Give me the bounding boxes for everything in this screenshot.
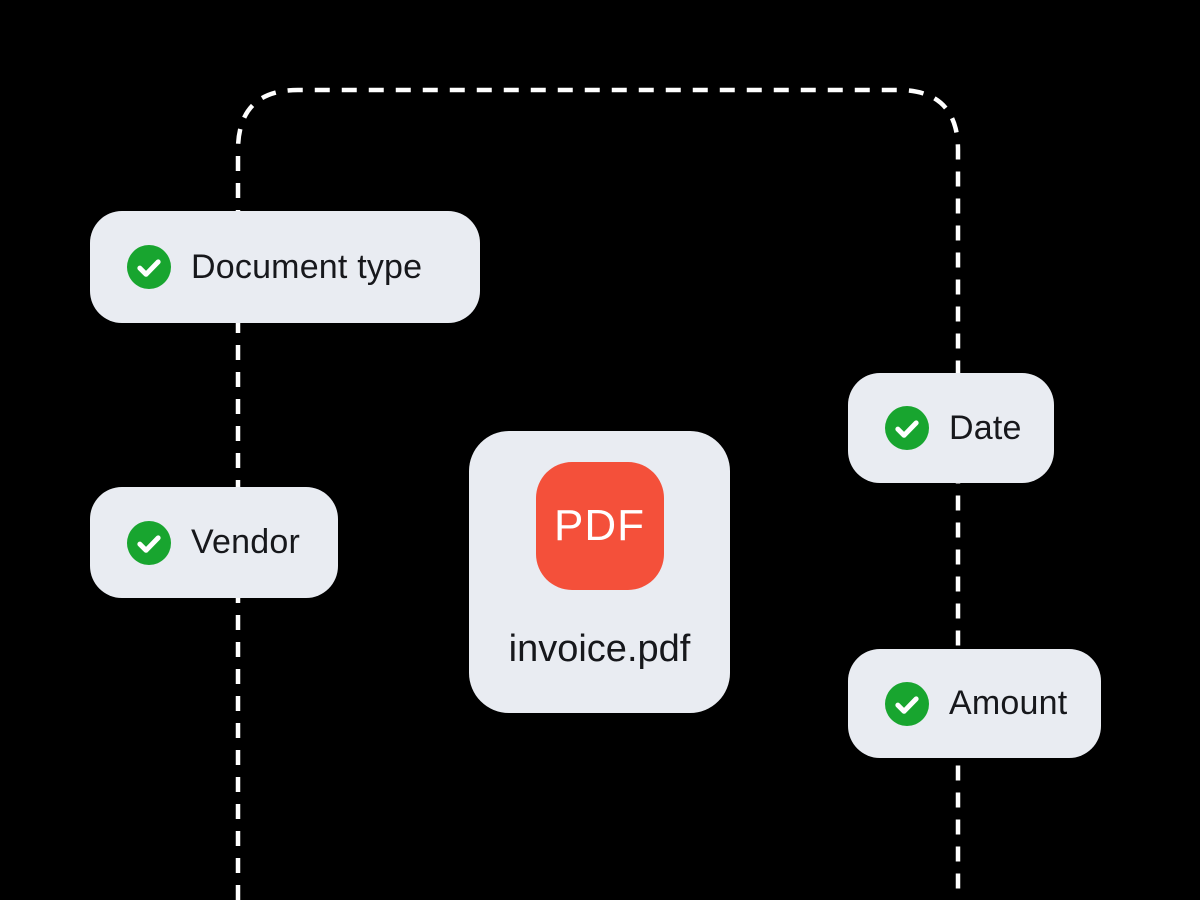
file-name: invoice.pdf [508,628,691,670]
pdf-file-icon: PDF [535,462,664,590]
dashed-connector-path [235,87,961,900]
pill-label: Amount [949,684,1068,722]
pill-vendor: Vendor [90,487,338,598]
pill-amount: Amount [848,649,1101,758]
pdf-badge-label: PDF [554,501,645,550]
pill-label: Vendor [191,523,300,561]
pill-date: Date [848,373,1054,483]
check-circle-icon [885,681,929,726]
check-circle-icon [127,245,171,289]
check-circle-icon [885,406,929,450]
pill-document-type: Document type [90,211,480,323]
pill-label: Document type [191,247,423,286]
check-circle-icon [127,520,171,565]
pill-label: Date [949,408,1022,447]
file-card: PDF invoice.pdf [469,431,730,713]
